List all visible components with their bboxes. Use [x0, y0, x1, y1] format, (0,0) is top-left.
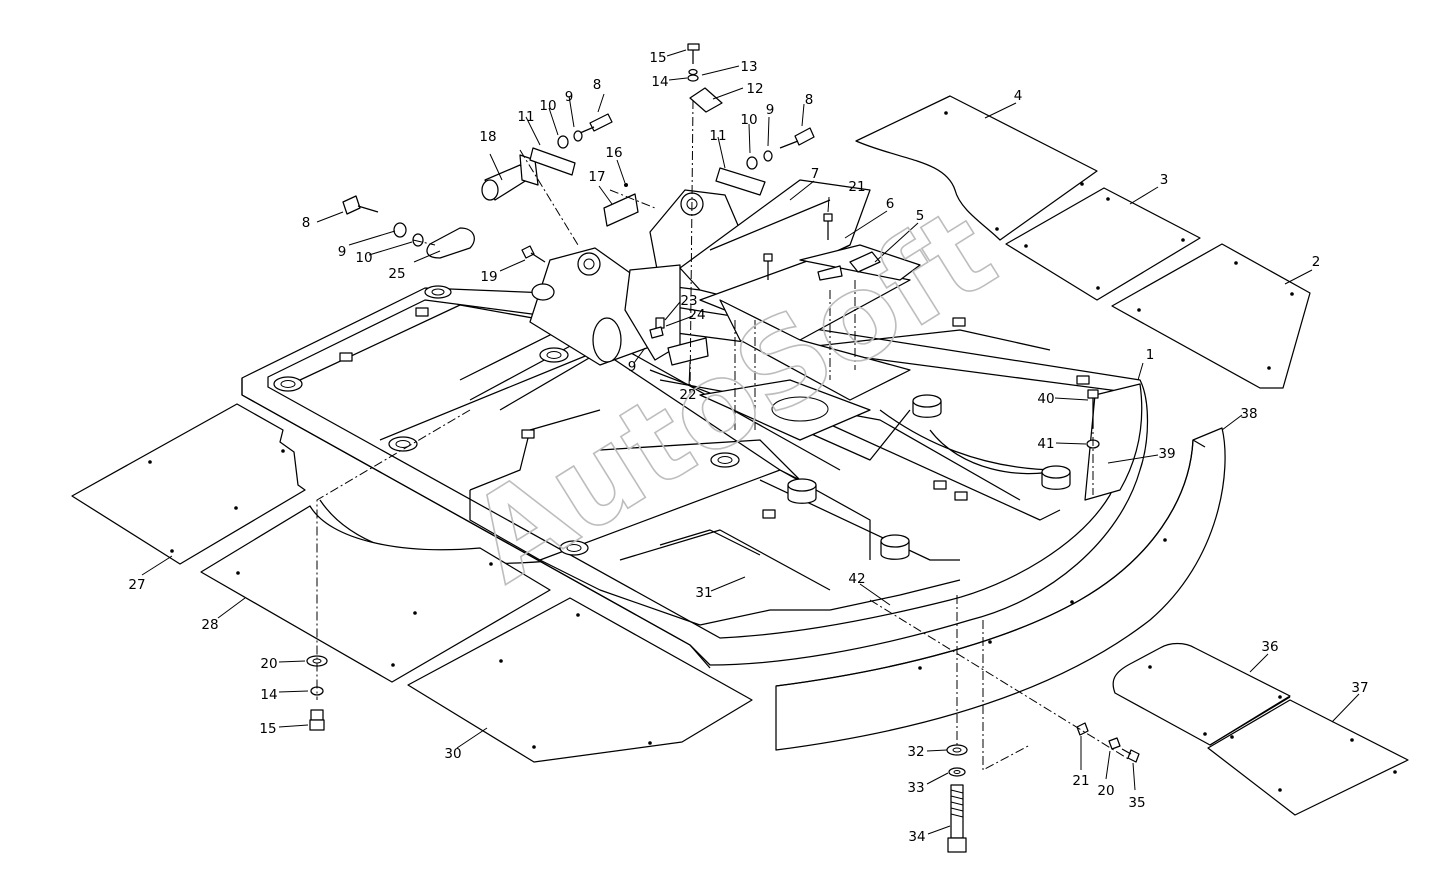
- callout-label: 3: [1160, 172, 1169, 188]
- callout-label: 28: [201, 617, 218, 633]
- callout-label: 10: [539, 98, 556, 114]
- callout-label: 42: [848, 571, 865, 587]
- callout-label: 24: [688, 307, 705, 323]
- callout-label: 10: [740, 112, 757, 128]
- cover-panel-37: [1207, 696, 1409, 816]
- callout-label: 21: [848, 179, 865, 195]
- callout-label: 9: [565, 89, 574, 105]
- main-frame: [241, 285, 1149, 669]
- callout-label: 27: [128, 577, 145, 593]
- callout-label: 32: [907, 744, 924, 760]
- callout-label: 11: [709, 128, 726, 144]
- callout-label: 18: [479, 129, 496, 145]
- callout-label: 33: [907, 780, 924, 796]
- callout-label: 4: [1014, 88, 1023, 104]
- counterweight: [775, 427, 1226, 751]
- cover-panel-3: [1005, 187, 1201, 301]
- callout-label: 14: [260, 687, 277, 703]
- callout-label: 12: [746, 81, 763, 97]
- callout-label: 10: [355, 250, 372, 266]
- callout-label: 11: [517, 109, 534, 125]
- callout-label: 35: [1128, 795, 1145, 811]
- callout-labels: 1 2 3 4 5 6 7 8 8 8 9 9 9 9 10 10 10 11 …: [128, 50, 1368, 845]
- callout-label: 34: [908, 829, 925, 845]
- callout-label: 40: [1037, 391, 1054, 407]
- hardware: [306, 43, 1140, 853]
- center-lines: [316, 99, 1131, 771]
- callout-label: 2: [1312, 254, 1321, 270]
- callout-label: 38: [1240, 406, 1257, 422]
- leader-lines: [141, 49, 1360, 835]
- callout-label: 16: [605, 145, 622, 161]
- cover-panel-36: [1112, 642, 1291, 746]
- callout-label: 19: [480, 269, 497, 285]
- callout-label: 31: [695, 585, 712, 601]
- callout-label: 37: [1351, 680, 1368, 696]
- boom-foot-bracket: [529, 179, 921, 461]
- callout-label: 8: [302, 215, 311, 231]
- callout-label: 30: [444, 746, 461, 762]
- cover-panel-27: [71, 403, 306, 565]
- callout-label: 20: [1097, 783, 1114, 799]
- callout-label: 23: [680, 293, 697, 309]
- cover-panel-4: [855, 95, 1098, 241]
- callout-label: 22: [679, 387, 696, 403]
- callout-label: 8: [593, 77, 602, 93]
- callout-label: 8: [805, 92, 814, 108]
- callout-label: 9: [628, 359, 637, 375]
- cover-panel-30: [407, 597, 753, 763]
- callout-label: 9: [766, 102, 775, 118]
- callout-label: 13: [740, 59, 757, 75]
- callout-label: 21: [1072, 773, 1089, 789]
- callout-label: 15: [649, 50, 666, 66]
- callout-label: 9: [338, 244, 347, 260]
- callout-label: 25: [388, 266, 405, 282]
- callout-label: 1: [1146, 347, 1155, 363]
- callout-label: 39: [1158, 446, 1175, 462]
- callout-label: 15: [259, 721, 276, 737]
- callout-label: 5: [916, 208, 925, 224]
- callout-label: 20: [260, 656, 277, 672]
- callout-label: 14: [651, 74, 668, 90]
- callout-label: 41: [1037, 436, 1054, 452]
- callout-label: 17: [588, 169, 605, 185]
- cover-panel-2: [1111, 243, 1311, 389]
- callout-label: 6: [886, 196, 895, 212]
- callout-label: 36: [1261, 639, 1278, 655]
- callout-label: 7: [811, 166, 820, 182]
